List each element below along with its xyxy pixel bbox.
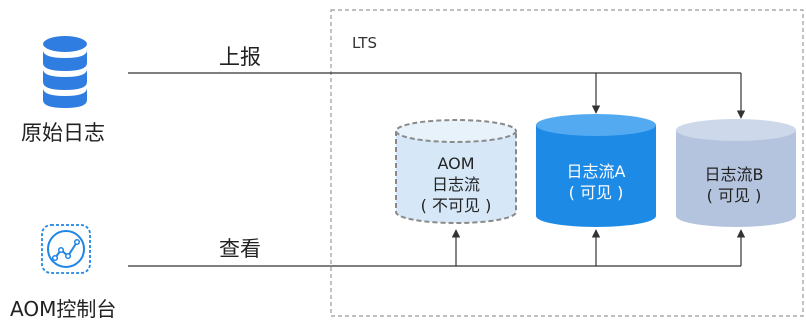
aom-console-label: AOM控制台	[10, 297, 116, 321]
stream-hidden-line-3: ( 不可见 )	[421, 196, 492, 215]
stream-hidden-line-2: 日志流	[432, 175, 480, 194]
stream-a-visibility: ( 可见 )	[569, 183, 624, 202]
stream-b-cylinder: 日志流B ( 可见 )	[676, 119, 796, 227]
stream-a-name: 日志流A	[567, 162, 626, 181]
report-label: 上报	[219, 45, 261, 69]
stream-hidden-line-1: AOM	[437, 154, 474, 173]
lts-container	[330, 9, 804, 317]
lts-label: LTS	[352, 34, 377, 52]
stream-b-name: 日志流B	[705, 165, 764, 184]
report-flow	[128, 72, 746, 119]
aom-hidden-stream-cylinder: AOM 日志流 ( 不可见 )	[395, 119, 517, 224]
view-flow	[128, 229, 746, 267]
stream-b-visibility: ( 可见 )	[707, 186, 762, 205]
console-chart-icon	[41, 224, 91, 274]
raw-logs-label: 原始日志	[21, 121, 105, 145]
database-icon	[43, 36, 87, 108]
stream-a-cylinder: 日志流A ( 可见 )	[536, 114, 656, 227]
view-label: 查看	[219, 237, 261, 261]
